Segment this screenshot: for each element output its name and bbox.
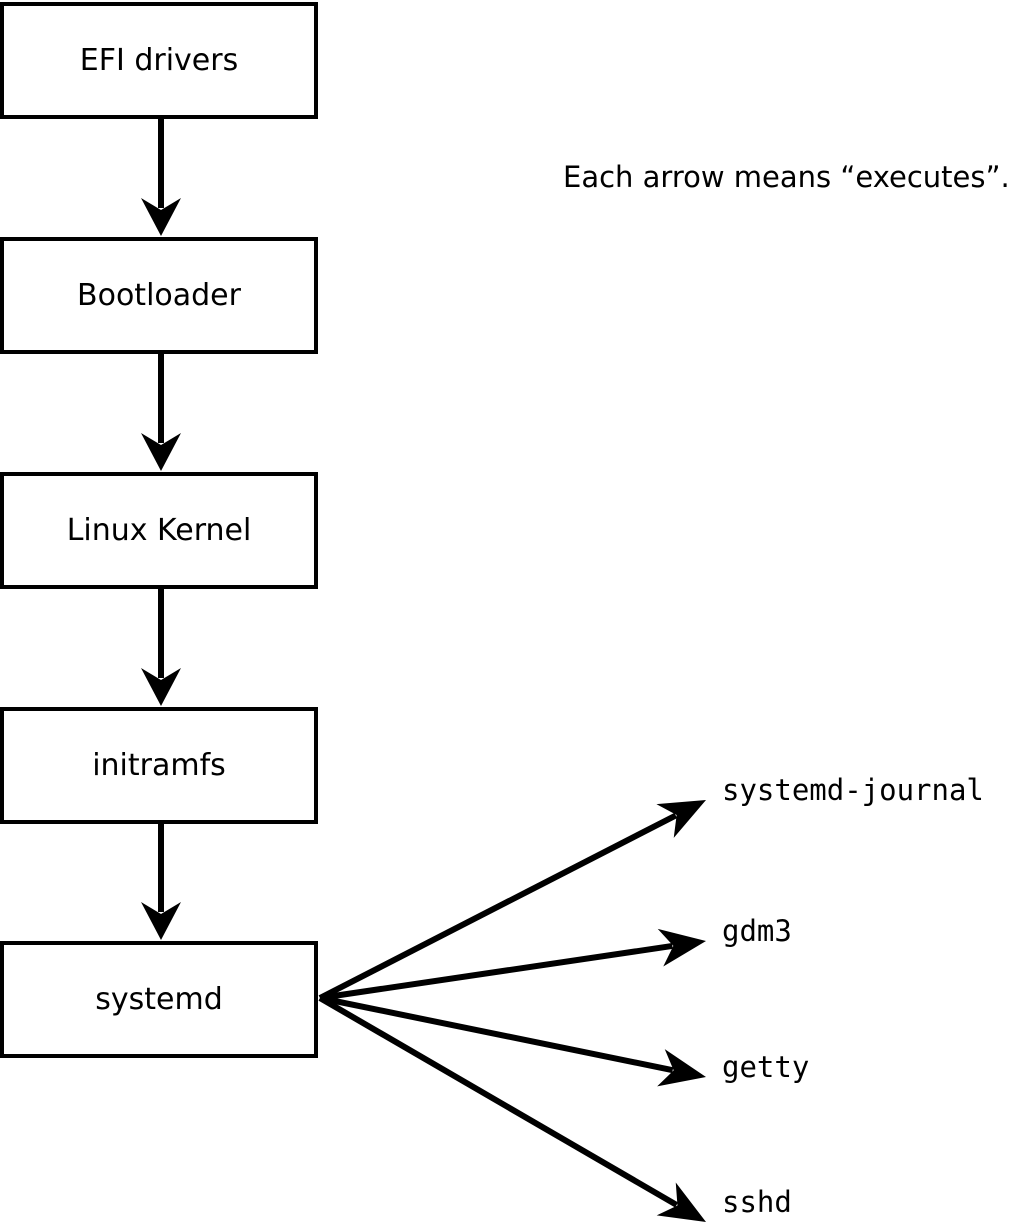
node-box-initramfs[interactable]: initramfs (0, 707, 318, 824)
service-label-sshd[interactable]: sshd (722, 1185, 792, 1219)
chain-arrow-head-3 (141, 902, 181, 940)
fanout-arrow-line-0 (318, 812, 678, 1001)
chain-arrow-head-2 (141, 668, 181, 706)
fanout-arrow-head-2 (657, 1049, 706, 1087)
fanout-arrow-head-3 (656, 1182, 706, 1222)
node-box-linux-kernel[interactable]: Linux Kernel (0, 472, 318, 589)
node-label: Bootloader (77, 277, 241, 313)
node-label: initramfs (92, 747, 226, 783)
service-label-getty[interactable]: getty (722, 1050, 810, 1084)
node-label: Linux Kernel (66, 512, 252, 548)
node-label: EFI drivers (79, 42, 239, 78)
fanout-arrow-line-2 (319, 995, 674, 1074)
fanout-arrow-head-0 (656, 800, 706, 838)
chain-arrow-head-1 (141, 433, 181, 471)
service-label-gdm3[interactable]: gdm3 (722, 914, 792, 948)
node-label: systemd (95, 981, 223, 1017)
service-label-systemd-journal[interactable]: systemd-journal (722, 773, 984, 807)
chain-arrow-head-0 (141, 198, 181, 236)
fanout-arrow-head-1 (657, 928, 706, 967)
fanout-arrow-line-1 (319, 942, 673, 1001)
fanout-arrow-line-3 (318, 995, 679, 1208)
node-box-efi-drivers[interactable]: EFI drivers (0, 2, 318, 119)
legend-caption: Each arrow means “executes”. (563, 160, 1010, 194)
node-box-systemd[interactable]: systemd (0, 941, 318, 1058)
node-box-bootloader[interactable]: Bootloader (0, 237, 318, 354)
